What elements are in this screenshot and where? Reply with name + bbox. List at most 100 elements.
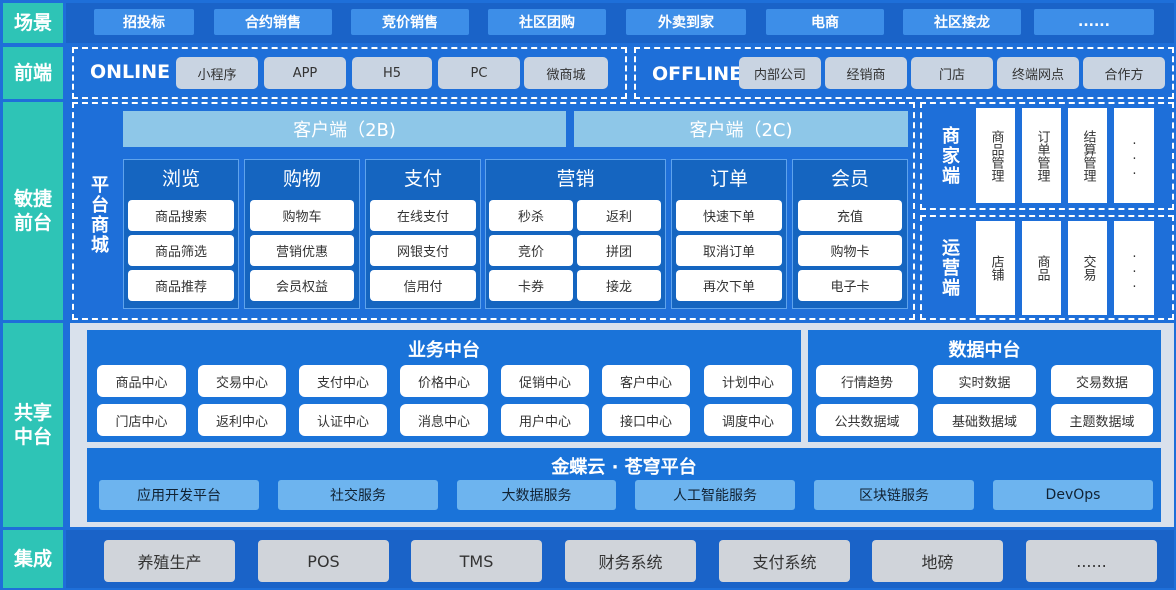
merchant-item: 商品管理: [976, 108, 1015, 203]
row-label-scene: 场景: [3, 3, 63, 43]
cloud-item: 社交服务: [278, 480, 438, 510]
merchant-item: 订单管理: [1022, 108, 1061, 203]
scene-item: 社区接龙: [903, 9, 1021, 35]
offline-title: OFFLINE: [652, 63, 743, 85]
feature-item: 信用付: [370, 270, 476, 301]
feature-item: 购物车: [250, 200, 354, 231]
online-item: 小程序: [176, 57, 258, 89]
business-item: 返利中心: [198, 404, 286, 436]
scene-item: 招投标: [94, 9, 194, 35]
feature-item: 在线支付: [370, 200, 476, 231]
business-item: 计划中心: [704, 365, 792, 397]
category-title: 浏览: [161, 167, 200, 190]
operation-item: 店铺: [976, 221, 1015, 315]
scene-item: 合约销售: [214, 9, 332, 35]
platform-mall-group: [72, 102, 915, 320]
offline-item: 经销商: [825, 57, 907, 89]
integration-item: 财务系统: [565, 540, 696, 582]
feature-item: 快速下单: [676, 200, 782, 231]
row-label-agile: 敏捷 前台: [3, 102, 63, 320]
feature-item: 再次下单: [676, 270, 782, 301]
row-label-frontend: 前端: [3, 47, 63, 99]
operation-item: 商品: [1022, 221, 1061, 315]
scene-item: 外卖到家: [626, 9, 746, 35]
data-item: 行情趋势: [816, 365, 918, 397]
category-marketing: 营销: [485, 159, 666, 309]
scene-item: ......: [1034, 9, 1154, 35]
merchant-item: 结算管理: [1068, 108, 1107, 203]
category-title: 支付: [403, 167, 442, 190]
integration-item: ......: [1026, 540, 1157, 582]
business-item: 调度中心: [704, 404, 792, 436]
feature-item: 竞价: [489, 235, 573, 266]
integration-item: 养殖生产: [104, 540, 235, 582]
cloud-item: DevOps: [993, 480, 1153, 510]
cloud-item: 区块链服务: [814, 480, 974, 510]
online-item: PC: [438, 57, 520, 89]
online-item: APP: [264, 57, 346, 89]
feature-item: 电子卡: [798, 270, 902, 301]
category-title: 会员: [830, 167, 869, 190]
feature-item: 取消订单: [676, 235, 782, 266]
category-title: 营销: [556, 167, 595, 190]
feature-item: 秒杀: [489, 200, 573, 231]
feature-item: 购物卡: [798, 235, 902, 266]
offline-item: 终端网点: [997, 57, 1079, 89]
feature-item: 商品搜索: [128, 200, 234, 231]
feature-item: 商品推荐: [128, 270, 234, 301]
business-item: 用户中心: [501, 404, 589, 436]
business-item: 门店中心: [97, 404, 186, 436]
business-item: 客户中心: [602, 365, 690, 397]
operation-item: ...: [1114, 221, 1154, 315]
offline-item: 内部公司: [739, 57, 821, 89]
platform-mall-title: 平台商城: [88, 175, 109, 255]
operation-item: 交易: [1068, 221, 1107, 315]
integration-item: 地磅: [872, 540, 1003, 582]
operation-title: 运营端: [939, 238, 960, 298]
online-group: [72, 47, 627, 99]
feature-item: 网银支付: [370, 235, 476, 266]
integration-item: TMS: [411, 540, 542, 582]
data-item: 实时数据: [933, 365, 1036, 397]
business-item: 认证中心: [299, 404, 387, 436]
offline-item: 合作方: [1083, 57, 1165, 89]
scene-item: 竞价销售: [351, 9, 469, 35]
data-item: 公共数据域: [816, 404, 918, 436]
business-item: 商品中心: [97, 365, 186, 397]
row-label-shared: 共享 中台: [3, 323, 63, 527]
feature-item: 拼团: [577, 235, 661, 266]
scene-item: 电商: [766, 9, 884, 35]
feature-item: 商品筛选: [128, 235, 234, 266]
cloud-item: 应用开发平台: [99, 480, 259, 510]
feature-item: 充值: [798, 200, 902, 231]
merchant-title: 商家端: [939, 126, 960, 186]
business-item: 支付中心: [299, 365, 387, 397]
client-2b-bar: 客户端（2B): [123, 111, 566, 147]
offline-group: [634, 47, 1174, 99]
business-item: 消息中心: [400, 404, 488, 436]
feature-item: 营销优惠: [250, 235, 354, 266]
integration-item: 支付系统: [719, 540, 850, 582]
data-item: 基础数据域: [933, 404, 1036, 436]
cloud-item: 大数据服务: [457, 480, 616, 510]
business-item: 价格中心: [400, 365, 488, 397]
feature-item: 卡券: [489, 270, 573, 301]
merchant-item: ...: [1114, 108, 1154, 203]
row-label-integration: 集成: [3, 530, 63, 588]
online-title: ONLINE: [90, 61, 171, 83]
operation-group: [920, 215, 1174, 320]
online-item: H5: [352, 57, 432, 89]
cloud-title: 金蝶云 · 苍穹平台: [551, 457, 697, 478]
feature-item: 返利: [577, 200, 661, 231]
offline-item: 门店: [911, 57, 993, 89]
data-item: 主题数据域: [1051, 404, 1153, 436]
data-title: 数据中台: [948, 340, 1021, 361]
scene-item: 社区团购: [488, 9, 606, 35]
cloud-panel: 金蝶云 · 苍穹平台: [87, 448, 1161, 522]
client-2c-bar: 客户端（2C): [574, 111, 908, 147]
integration-item: POS: [258, 540, 389, 582]
feature-item: 会员权益: [250, 270, 354, 301]
business-item: 接口中心: [602, 404, 690, 436]
category-title: 订单: [709, 167, 748, 190]
business-title: 业务中台: [408, 340, 480, 361]
